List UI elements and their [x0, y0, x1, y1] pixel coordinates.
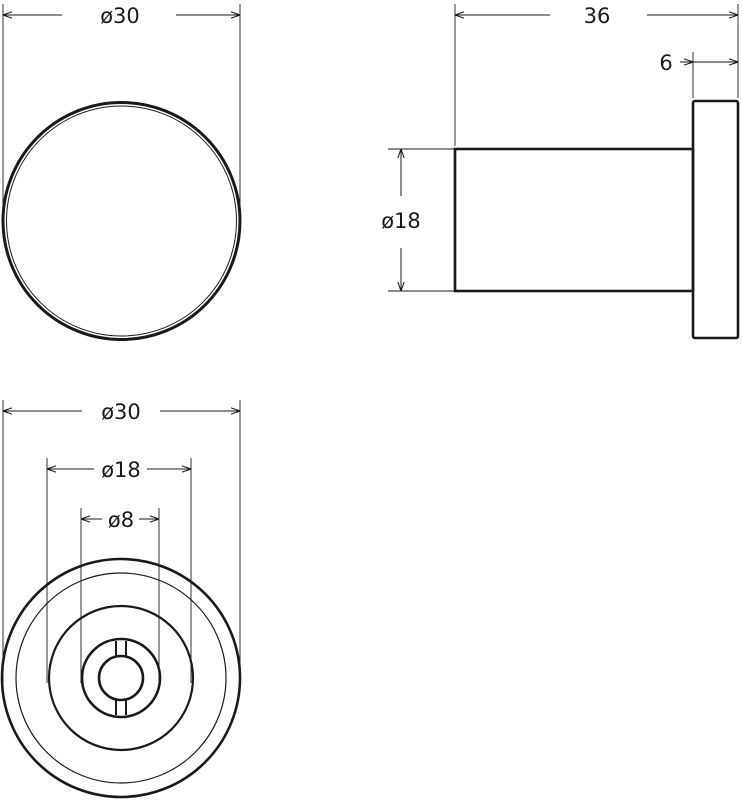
side-view: [388, 4, 740, 340]
rear-bore-circle: [97, 654, 145, 702]
rear-view: [0, 400, 242, 799]
rosette-dimension-label: 6: [659, 51, 672, 75]
hook-rosette: [691, 99, 740, 340]
stem-diameter-label: ø18: [381, 209, 421, 233]
rear-inner-circle: [80, 637, 162, 719]
front-inner-circle: [6, 105, 237, 337]
front-view: [1, 4, 242, 341]
rear-middle-circle: [47, 604, 195, 752]
front-outer-circle: [1, 101, 242, 341]
rear-middle-diameter-label: ø18: [101, 458, 141, 482]
rear-inner-diameter-label: ø8: [108, 508, 134, 532]
rear-outer-circle: [0, 557, 242, 799]
length-dimension-label: 36: [584, 4, 611, 28]
rear-outer-diameter-label: ø30: [101, 400, 141, 424]
rear-rosette-inner-circle: [15, 572, 227, 784]
hook-stem: [453, 147, 695, 293]
front-diameter-label: ø30: [100, 4, 140, 28]
